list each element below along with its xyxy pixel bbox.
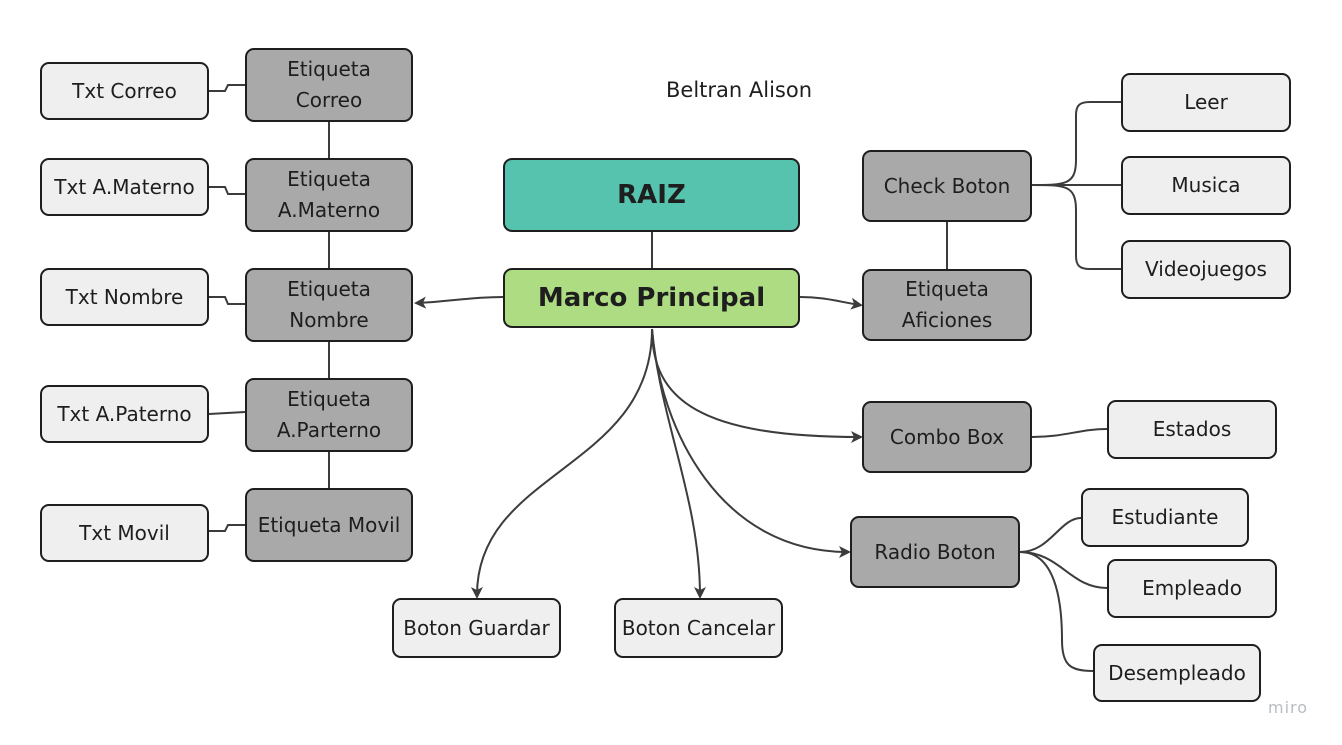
edge-txt-correo <box>209 84 245 92</box>
edge-marco-etiqueta-nombre <box>414 296 504 309</box>
node-txt-a-materno[interactable]: Txt A.Materno <box>40 158 209 216</box>
node-etiqueta-a-paterno[interactable]: Etiqueta A.Parterno <box>245 378 413 452</box>
node-combo-box[interactable]: Combo Box <box>862 401 1032 473</box>
edge-combo-estados <box>1031 428 1108 438</box>
node-etiqueta-aficiones[interactable]: Etiqueta Aficiones <box>862 269 1032 341</box>
node-txt-correo[interactable]: Txt Correo <box>40 62 209 120</box>
edge-marco-combo <box>651 328 863 443</box>
edge-radio-estudiante <box>1019 517 1082 553</box>
node-etiqueta-nombre[interactable]: Etiqueta Nombre <box>245 268 413 342</box>
edge-marco-radio <box>651 328 851 558</box>
node-etiqueta-a-materno[interactable]: Etiqueta A.Materno <box>245 158 413 232</box>
node-radio-boton[interactable]: Radio Boton <box>850 516 1020 588</box>
node-empleado[interactable]: Empleado <box>1107 559 1277 618</box>
node-leer[interactable]: Leer <box>1121 73 1291 132</box>
edge-marco-guardar <box>470 328 653 599</box>
edge-txt-apaterno <box>208 411 246 415</box>
edge-radio-empleado <box>1019 551 1108 589</box>
edge-txt-nombre <box>209 296 245 305</box>
edge-txt-movil <box>209 524 245 532</box>
node-estados[interactable]: Estados <box>1107 400 1277 459</box>
node-check-boton[interactable]: Check Boton <box>862 150 1032 222</box>
edge-check-leer <box>1031 101 1121 186</box>
node-estudiante[interactable]: Estudiante <box>1081 488 1249 547</box>
author-title: Beltran Alison <box>666 78 813 102</box>
edge-check-videojuegos <box>1031 184 1121 270</box>
node-marco-principal[interactable]: Marco Principal <box>503 268 800 328</box>
edge-radio-desempleado <box>1019 551 1094 672</box>
edge-marco-cancelar <box>651 328 706 599</box>
node-txt-movil[interactable]: Txt Movil <box>40 504 209 562</box>
node-txt-nombre[interactable]: Txt Nombre <box>40 268 209 326</box>
node-desempleado[interactable]: Desempleado <box>1093 644 1261 702</box>
node-boton-cancelar[interactable]: Boton Cancelar <box>614 598 783 658</box>
miro-watermark: miro <box>1268 698 1309 717</box>
node-musica[interactable]: Musica <box>1121 156 1291 215</box>
node-txt-a-paterno[interactable]: Txt A.Paterno <box>40 385 209 443</box>
node-raiz[interactable]: RAIZ <box>503 158 800 232</box>
edge-marco-etiqueta-aficiones <box>799 296 863 310</box>
node-etiqueta-movil[interactable]: Etiqueta Movil <box>245 488 413 562</box>
node-boton-guardar[interactable]: Boton Guardar <box>392 598 561 658</box>
node-videojuegos[interactable]: Videojuegos <box>1121 240 1291 299</box>
node-etiqueta-correo[interactable]: Etiqueta Correo <box>245 48 413 122</box>
edge-txt-amaterno <box>209 186 245 195</box>
